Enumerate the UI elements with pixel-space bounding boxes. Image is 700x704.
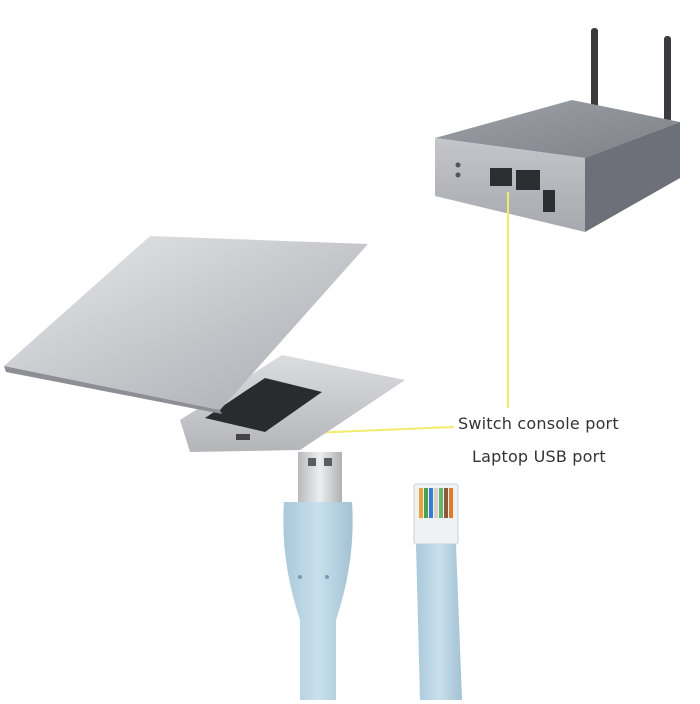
keyboard bbox=[205, 378, 322, 432]
laptop-usb-port bbox=[236, 434, 250, 440]
antenna-left bbox=[591, 28, 598, 114]
rj45-connector bbox=[413, 483, 462, 700]
ethernet-port bbox=[516, 170, 540, 190]
laptop bbox=[4, 236, 405, 452]
network-switch bbox=[435, 28, 680, 232]
console-port bbox=[490, 168, 512, 186]
laptop-usb-port-label: Laptop USB port bbox=[472, 447, 606, 466]
laptop-lid bbox=[4, 236, 368, 410]
switch-console-port-label: Switch console port bbox=[458, 414, 619, 433]
power-port bbox=[543, 190, 555, 212]
usb-connector bbox=[283, 452, 353, 700]
antenna-right bbox=[664, 36, 671, 122]
